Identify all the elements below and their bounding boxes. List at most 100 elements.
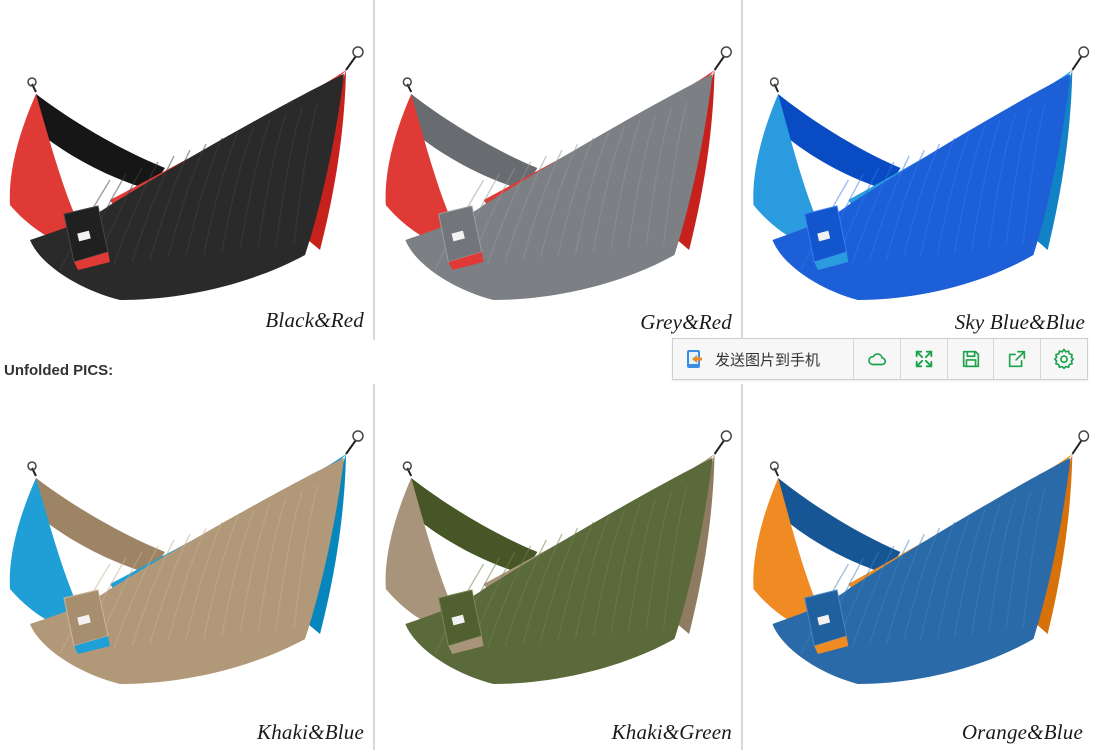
fabric-wrinkle	[239, 119, 271, 251]
rope	[1071, 439, 1083, 455]
fabric-wrinkle	[592, 509, 626, 637]
fabric-wrinkle	[627, 497, 657, 633]
fabric-wrinkle	[275, 107, 303, 247]
hammock-inner-fabric	[36, 478, 165, 574]
share-button[interactable]	[994, 339, 1042, 379]
logo-tag	[817, 614, 831, 626]
carabiner-icon	[402, 77, 412, 87]
fabric-wrinkle	[971, 503, 1001, 635]
product-image-khaki-blue[interactable]: Khaki&Blue	[0, 384, 372, 750]
hammock-main-fabric	[30, 458, 344, 684]
fabric-wrinkle	[149, 149, 191, 261]
fullscreen-icon	[915, 350, 933, 368]
carabiner-icon	[402, 461, 412, 471]
cloud-button[interactable]	[854, 339, 901, 379]
fabric-wrinkle	[557, 521, 594, 641]
logo-tag	[77, 230, 91, 242]
product-image-black-red[interactable]: Black&Red	[0, 0, 372, 340]
fabric-wrinkle	[988, 113, 1017, 249]
divider	[741, 384, 743, 750]
carabiner-icon	[27, 77, 37, 87]
phone-send-icon	[687, 350, 702, 368]
product-image-skyblue-blue[interactable]: Sky Blue&Blue	[744, 0, 1097, 340]
fabric-wrinkle	[851, 161, 895, 265]
fabric-wrinkle	[919, 521, 956, 641]
product-image-orange-blue[interactable]: Orange&Blue	[744, 384, 1097, 750]
fabric-wrinkle	[275, 491, 303, 631]
hammock-illustration	[9, 430, 364, 684]
logo-tag	[77, 614, 91, 626]
hammock-inner-fabric	[36, 94, 165, 190]
stuff-pouch-trim	[814, 636, 849, 654]
settings-button[interactable]	[1041, 339, 1087, 379]
divider	[373, 0, 375, 340]
hammock-main-fabric	[405, 458, 713, 684]
fabric-wrinkle	[113, 161, 159, 265]
hammock-inner-fabric	[411, 478, 538, 574]
carabiner-icon	[27, 461, 37, 471]
save-icon	[962, 350, 979, 368]
save-button[interactable]	[948, 339, 995, 379]
fabric-wrinkle	[902, 527, 941, 643]
fabric-wrinkle	[662, 101, 688, 245]
fabric-wrinkle	[936, 131, 971, 255]
send-to-phone-button[interactable]: 发送图片到手机	[673, 339, 855, 379]
product-caption: Khaki&Green	[611, 720, 732, 744]
carabiner-icon	[720, 430, 732, 442]
carabiner-icon	[352, 430, 364, 442]
fabric-wrinkle	[539, 143, 579, 259]
fabric-wrinkle	[988, 497, 1017, 633]
carabiner-icon	[720, 46, 732, 58]
fabric-wrinkle	[131, 155, 175, 263]
product-caption: Grey&Red	[640, 310, 732, 334]
fabric-wrinkle	[627, 113, 657, 249]
divider	[741, 0, 743, 340]
hammock-main-fabric	[405, 74, 713, 300]
fabric-wrinkle	[221, 125, 255, 253]
fabric-wrinkle	[257, 113, 287, 249]
fabric-wrinkle	[113, 545, 159, 649]
product-image-khaki-green[interactable]: Khaki&Green	[376, 384, 740, 750]
hammock-illustration	[9, 46, 364, 300]
fabric-wrinkle	[257, 497, 287, 633]
fabric-wrinkle	[610, 503, 641, 635]
fabric-wrinkle	[203, 515, 239, 639]
fabric-wrinkle	[902, 143, 941, 259]
fabric-wrinkle	[293, 485, 319, 629]
fabric-wrinkle	[539, 527, 579, 643]
settings-icon	[1054, 348, 1075, 370]
fabric-wrinkle	[167, 143, 207, 259]
logo-tag	[451, 614, 465, 626]
rope	[713, 439, 726, 455]
fabric-wrinkle	[610, 119, 641, 251]
fabric-wrinkle	[185, 521, 223, 641]
product-image-grey-red[interactable]: Grey&Red	[376, 0, 740, 340]
stuff-pouch-trim	[814, 252, 849, 270]
fabric-wrinkle	[645, 107, 673, 247]
fullscreen-button[interactable]	[901, 339, 948, 379]
rope	[713, 55, 726, 71]
hammock-inner-fabric	[778, 478, 901, 574]
product-caption: Black&Red	[265, 308, 364, 332]
fabric-wrinkle	[954, 509, 986, 637]
fabric-wrinkle	[868, 155, 910, 263]
fabric-wrinkle	[1005, 491, 1032, 631]
fabric-wrinkle	[919, 137, 956, 257]
hammock-illustration	[753, 430, 1090, 684]
hammock-inner-fabric	[411, 94, 538, 190]
fabric-wrinkle	[645, 491, 673, 631]
fabric-wrinkle	[522, 533, 563, 645]
product-caption: Sky Blue&Blue	[954, 310, 1085, 334]
fabric-wrinkle	[221, 509, 255, 637]
product-caption: Orange&Blue	[961, 720, 1083, 744]
stuff-pouch-trim	[74, 636, 110, 654]
fabric-wrinkle	[936, 515, 971, 639]
logo-tag	[817, 230, 831, 242]
fabric-wrinkle	[592, 125, 626, 253]
hammock-illustration	[385, 430, 732, 684]
fabric-wrinkle	[185, 137, 223, 257]
fabric-wrinkle	[868, 539, 910, 647]
hammock-illustration	[385, 46, 732, 300]
stuff-pouch-trim	[74, 252, 110, 270]
